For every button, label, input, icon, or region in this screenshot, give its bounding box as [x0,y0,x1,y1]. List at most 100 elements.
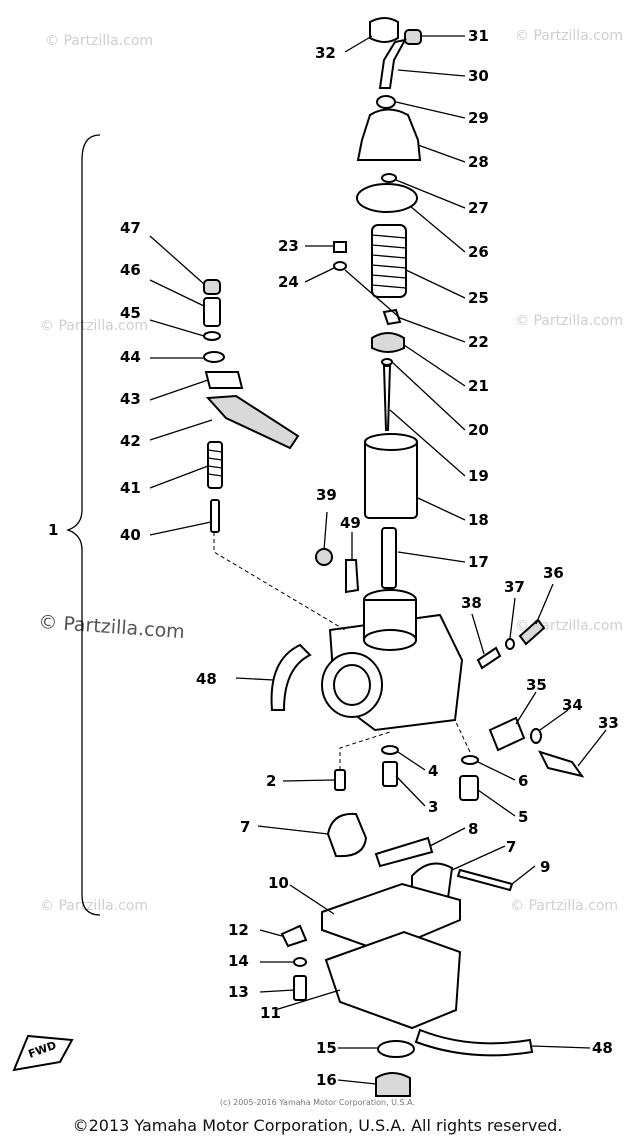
part-23-screw [333,241,347,253]
part-40-plunger [210,499,220,533]
callout-48-drain: 48 [592,1039,613,1057]
part-41-spring [207,441,223,489]
callout-7-left: 7 [240,818,250,836]
part-4-washer [381,745,399,755]
part-26-gasket [356,183,418,213]
callout-45: 45 [120,304,141,322]
callout-14: 14 [228,952,249,970]
part-3-jet [382,761,398,787]
callout-36: 36 [543,564,564,582]
callout-8: 8 [468,820,478,838]
part-37-oring [505,638,515,650]
part-8-arm [374,836,434,868]
part-27-ring [381,173,397,183]
callout-21: 21 [468,377,489,395]
part-21-holder [371,332,405,353]
callout-28: 28 [468,153,489,171]
callout-42: 42 [120,432,141,450]
copyright-footer: ©2013 Yamaha Motor Corporation, U.S.A. A… [72,1116,563,1135]
callout-41: 41 [120,479,141,497]
part-33-screw [538,750,585,778]
callout-23: 23 [278,237,299,255]
part-13-screw [293,975,307,1001]
callout-43: 43 [120,390,141,408]
part-14-washer [293,957,307,967]
part-10-gasket [321,882,461,954]
watermark: © Partzilla.com [515,28,623,44]
callout-40: 40 [120,526,141,544]
callout-6: 6 [518,772,528,790]
part-12-plate [280,924,308,948]
watermark: © Partzilla.com [40,898,148,914]
callout-39: 39 [316,486,337,504]
callout-1: 1 [48,521,58,539]
part-46-plunger [203,297,221,327]
callout-4: 4 [428,762,438,780]
part-15-washer [377,1040,415,1058]
callout-labels: 32 31 30 29 28 27 26 25 22 21 20 19 18 1… [48,27,619,1089]
part-16-drain-plug [375,1072,411,1097]
callout-33: 33 [598,714,619,732]
callout-11: 11 [260,1004,281,1022]
part-48-hose [270,643,312,711]
callout-47: 47 [120,219,141,237]
part-2-jet [334,769,346,791]
part-47-cap [203,279,221,295]
callout-32: 32 [315,44,336,62]
part-28-top [356,108,422,161]
callout-12: 12 [228,921,249,939]
callout-10: 10 [268,874,289,892]
callout-19: 19 [468,467,489,485]
callout-38: 38 [461,594,482,612]
part-49-bracket [345,559,360,594]
callout-22: 22 [468,333,489,351]
parts [203,17,585,1097]
callout-2: 2 [266,772,276,790]
callout-34: 34 [562,696,583,714]
watermark-large: © Partzilla.com [38,611,186,643]
callout-37: 37 [504,578,525,596]
part-34-oring [530,728,542,744]
callout-31: 31 [468,27,489,45]
part-22-clip [382,308,402,326]
callout-26: 26 [468,243,489,261]
callout-3: 3 [428,798,438,816]
carburetor-body [321,589,464,732]
part-6-washer [461,755,479,765]
callout-30: 30 [468,67,489,85]
part-31-nut [404,29,422,45]
part-20-clip [381,358,393,366]
callout-35: 35 [526,676,547,694]
callout-15: 15 [316,1039,337,1057]
assembly-lines [213,532,471,770]
watermark: © Partzilla.com [515,313,623,329]
watermark: © Partzilla.com [510,898,618,914]
watermarks: © Partzilla.com © Partzilla.com © Partzi… [38,28,623,914]
callout-16: 16 [316,1071,337,1089]
callout-29: 29 [468,109,489,127]
callout-25: 25 [468,289,489,307]
part-44-washer [203,351,225,363]
callout-5: 5 [518,808,528,826]
part-18-throttle-valve [364,433,418,519]
callout-46: 46 [120,261,141,279]
callout-9: 9 [540,858,550,876]
part-45-oring [203,331,221,341]
callout-49: 49 [340,514,361,532]
callout-13: 13 [228,983,249,1001]
watermark: © Partzilla.com [40,318,148,334]
callout-48-hose: 48 [196,670,217,688]
part-11-float-bowl [324,930,462,1030]
part-39-plug [315,548,333,566]
part-35-spring [488,716,526,752]
part-43-plate [204,371,244,389]
diagram-copyright-fineprint: (c) 2005-2016 Yamaha Motor Corporation, … [219,1098,416,1107]
part-25-spring [371,224,407,298]
part-32-cap [369,17,399,43]
callout-20: 20 [468,421,489,439]
callout-18: 18 [468,511,489,529]
part-5-jet [459,775,479,801]
callout-44: 44 [120,348,141,366]
part-17-needle-jet [381,527,397,589]
